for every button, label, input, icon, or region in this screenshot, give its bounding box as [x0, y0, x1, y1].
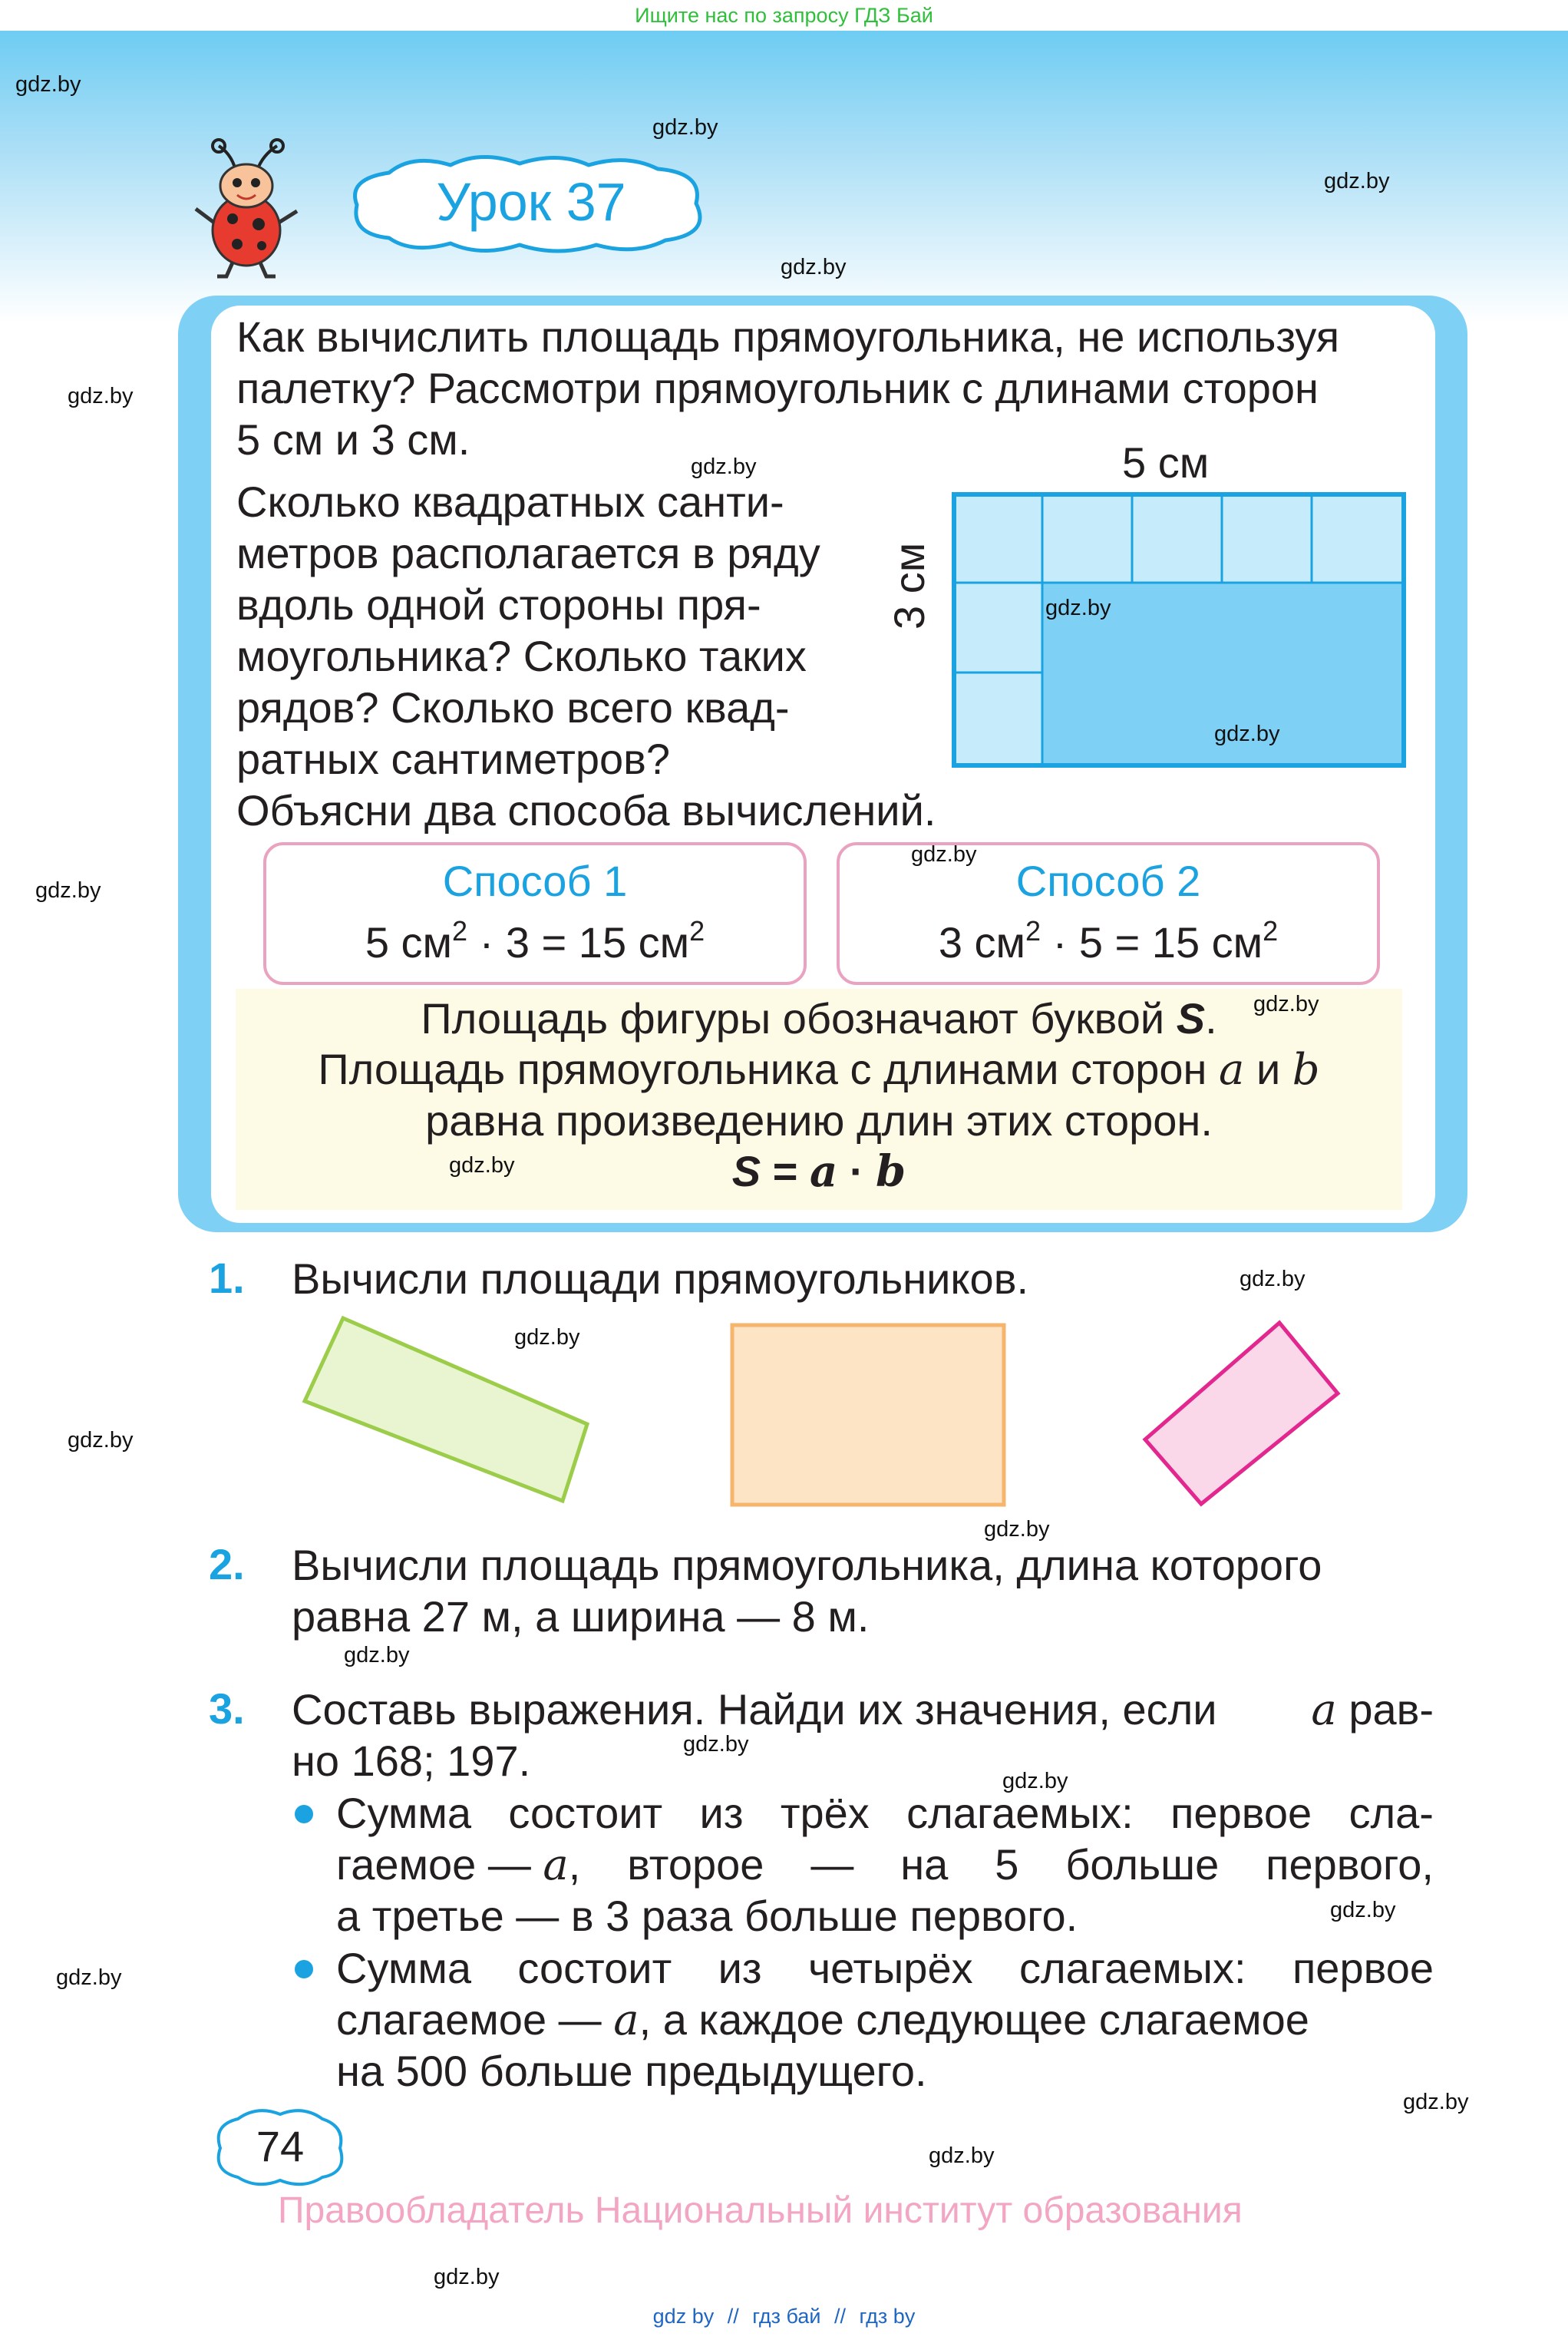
footer-link-gdz-by[interactable]: gdz by	[652, 2305, 715, 2328]
watermark: gdz.by	[1214, 722, 1280, 746]
bullet-1-line-3: а третье — в 3 раза больше первого.	[336, 1892, 1078, 1940]
bullet-2-line-3: на 500 больше предыдущего.	[336, 2047, 927, 2095]
title-cloud	[353, 155, 702, 253]
method-2-box: Способ 2 3 см2 · 5 = 15 см2	[837, 842, 1380, 985]
page-number: 74	[256, 2122, 305, 2170]
watermark: gdz.by	[1045, 596, 1111, 620]
explain-text: Объясни два способа вычислений.	[236, 786, 936, 835]
watermark: gdz.by	[514, 1325, 580, 1350]
watermark: gdz.by	[344, 1643, 410, 1667]
watermark: gdz.by	[984, 1517, 1050, 1542]
task-3-line-2: но 168; 197.	[292, 1737, 531, 1785]
rule-formula: S = a · b	[731, 1146, 906, 1197]
figure-side-label: 3 см	[885, 542, 933, 630]
task-3-line-1: Составь выражения. Найди их значения, ес…	[292, 1685, 1434, 1735]
question-line-6: ратных сантиметров?	[236, 735, 671, 783]
watermark: gdz.by	[56, 1965, 122, 1990]
watermark: gdz.by	[1330, 1898, 1396, 1922]
top-banner[interactable]: Ищите нас по запросу ГДЗ Бай	[0, 0, 1568, 31]
watermark: gdz.by	[68, 384, 134, 408]
watermark: gdz.by	[652, 115, 718, 140]
method-1-title: Способ 1	[442, 857, 628, 905]
task-2-line-2: равна 27 м, а ширина — 8 м.	[292, 1592, 870, 1641]
watermark: gdz.by	[929, 2143, 995, 2168]
watermark: gdz.by	[15, 72, 81, 97]
footer-link-gdz-by-2[interactable]: гдз by	[859, 2305, 916, 2328]
method-1-formula: 5 см2 · 3 = 15 см2	[365, 915, 705, 967]
watermark: gdz.by	[781, 255, 847, 279]
watermark: gdz.by	[911, 842, 977, 867]
ladybug-icon	[194, 138, 299, 279]
task-3-number: 3.	[209, 1684, 245, 1733]
footer-link-gdz-bai[interactable]: гдз бай	[752, 2305, 821, 2328]
intro-line-2: палетку? Рассмотри прямоугольник с длина…	[236, 364, 1319, 412]
bullet-1-marker	[295, 1805, 313, 1823]
grid-rectangle-figure	[952, 492, 1406, 768]
footer-links: gdz by // гдз бай // гдз by	[0, 2305, 1568, 2328]
watermark: gdz.by	[1324, 169, 1390, 193]
rule-line-1: Площадь фигуры обозначают буквой S.	[421, 994, 1217, 1043]
rule-line-3: равна произведению длин этих сторон.	[425, 1096, 1213, 1145]
watermark: gdz.by	[1253, 992, 1319, 1016]
figure-top-label: 5 см	[1122, 438, 1210, 487]
watermark: gdz.by	[1002, 1769, 1068, 1793]
question-line-2: метров располагается в ряду	[236, 529, 820, 577]
question-line-4: моугольника? Сколько таких	[236, 632, 807, 680]
method-2-title: Способ 2	[1015, 857, 1201, 905]
watermark: gdz.by	[691, 454, 757, 479]
task-1-text: Вычисли площади прямоугольников.	[292, 1254, 1029, 1303]
task-1-number: 1.	[209, 1254, 245, 1302]
watermark: gdz.by	[1403, 2090, 1469, 2114]
task-2-number: 2.	[209, 1540, 245, 1588]
watermark: gdz.by	[683, 1732, 749, 1757]
copyright: Правообладатель Национальный институт об…	[278, 2190, 1243, 2231]
green-rectangle	[302, 1315, 590, 1504]
rule-box: Площадь фигуры обозначают буквой S. Площ…	[236, 989, 1402, 1210]
intro-line-3: 5 см и 3 см.	[236, 415, 470, 464]
watermark: gdz.by	[434, 2265, 500, 2289]
task-2-line-1: Вычисли площадь прямоугольника, длина ко…	[292, 1541, 1322, 1589]
orange-rectangle	[730, 1323, 1006, 1507]
method-1-box: Способ 1 5 см2 · 3 = 15 см2	[263, 842, 807, 985]
lesson-title: Урок 37	[436, 172, 626, 232]
bullet-2-marker	[295, 1960, 313, 1978]
intro-line-1: Как вычислить площадь прямоугольника, не…	[236, 312, 1340, 361]
watermark: gdz.by	[1240, 1267, 1306, 1291]
question-line-3: вдоль одной стороны пря-	[236, 580, 761, 629]
question-line-5: рядов? Сколько всего квад-	[236, 683, 790, 732]
watermark: gdz.by	[449, 1153, 515, 1178]
footer-separator: //	[834, 2305, 847, 2328]
pink-rectangle	[1142, 1320, 1341, 1507]
method-2-formula: 3 см2 · 5 = 15 см2	[938, 915, 1279, 967]
rule-line-2: Площадь прямоугольника с длинами сторон …	[318, 1045, 1320, 1095]
page-number-cloud	[216, 2109, 344, 2186]
footer-separator: //	[727, 2305, 739, 2328]
question-line-1: Сколько квадратных санти-	[236, 478, 784, 526]
watermark: gdz.by	[35, 878, 101, 903]
watermark: gdz.by	[68, 1428, 134, 1453]
bullet-2-line-2: слагаемое — a, а каждое следующее слагае…	[336, 1995, 1309, 2045]
